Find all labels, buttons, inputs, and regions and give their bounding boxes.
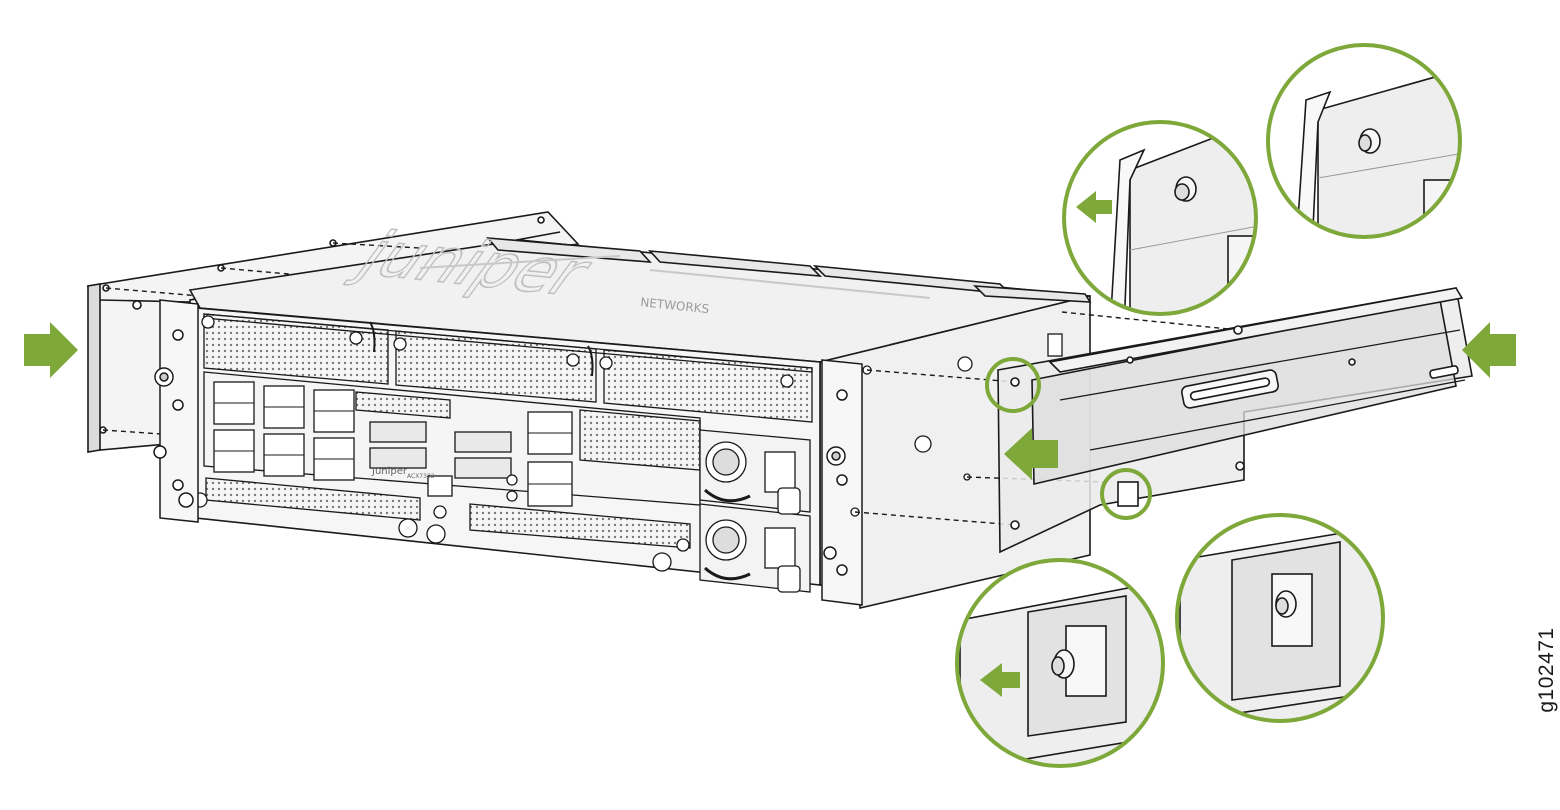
right-rail-guide-lines <box>854 311 1239 526</box>
right-push-arrow-icon <box>1462 322 1516 378</box>
rear-latch-highlight <box>1100 468 1152 520</box>
rail-slide-member <box>1048 287 1464 373</box>
push-arrows <box>24 322 1516 480</box>
figure-id-label: g102471 <box>1535 627 1558 713</box>
right-front-ear <box>821 359 863 606</box>
detail-release-arrow-icon <box>1076 191 1112 223</box>
front-logo: Juniper <box>371 466 408 477</box>
detail-release-arrow-icon <box>980 663 1020 697</box>
rail-highlight-circles <box>985 357 1152 520</box>
model-label: ACX7332 <box>407 473 435 480</box>
detail-callout-latch-seated <box>1175 513 1385 723</box>
front-pin-highlight <box>985 357 1041 413</box>
right-slide-rail <box>997 287 1473 554</box>
detail-callout-pin-release <box>1062 120 1258 316</box>
detail-callout-pin-seated <box>1266 43 1462 239</box>
rail-slide-arrow-icon <box>1004 428 1058 480</box>
left-push-arrow-icon <box>24 322 78 378</box>
fan-tray-screws <box>201 315 794 388</box>
fan-tray-panels <box>203 313 813 423</box>
line-card <box>203 371 701 507</box>
left-front-ear <box>153 299 199 523</box>
detail-callout-latch-release <box>955 558 1165 768</box>
power-supplies <box>699 429 811 593</box>
lower-panels <box>192 477 691 572</box>
